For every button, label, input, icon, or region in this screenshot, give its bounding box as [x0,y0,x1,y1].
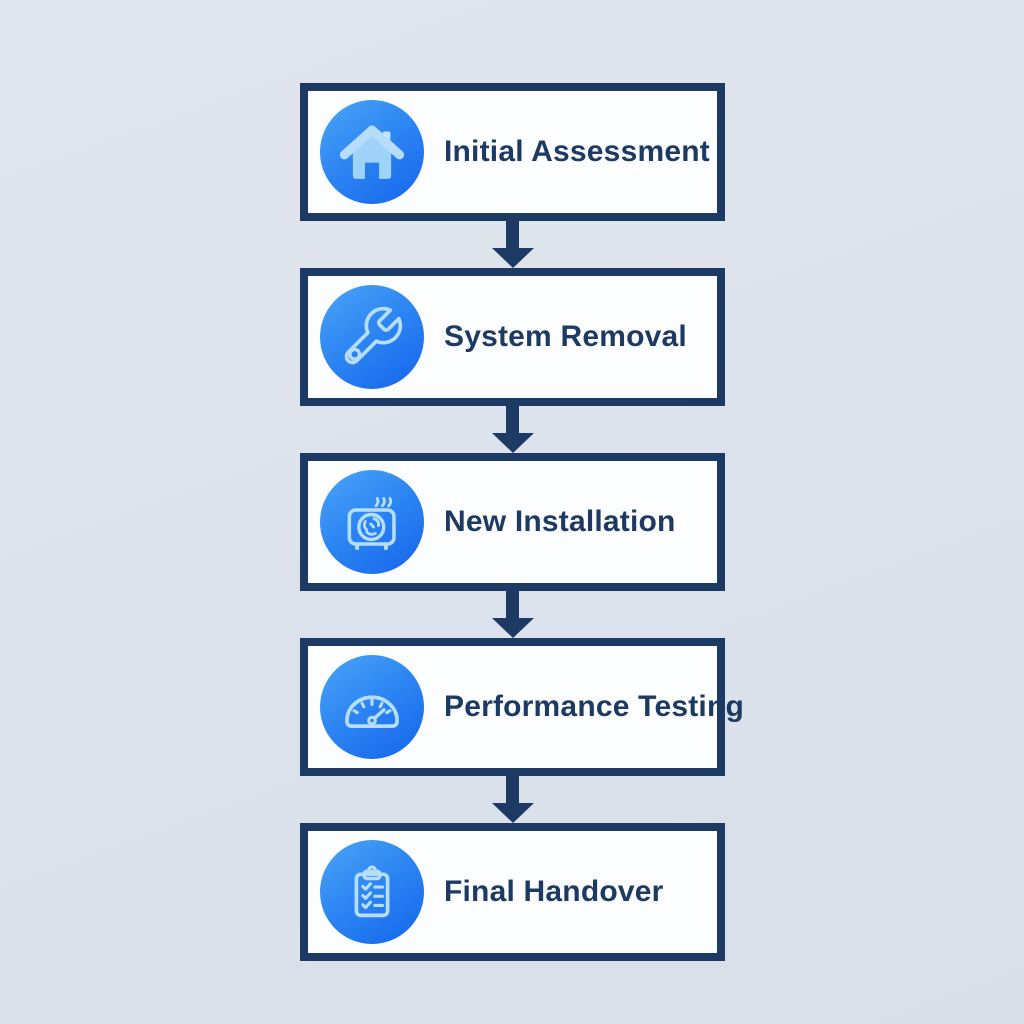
flow-arrow-down [300,406,725,453]
clipboard-checklist-icon [354,865,390,918]
arrow-stem [506,591,519,618]
hvac-unit-icon [347,497,396,551]
step-icon-circle [320,470,424,574]
flow-step-performance-testing: Performance Testing [300,638,744,776]
flow-step-new-installation: New Installation [300,453,725,591]
arrow-head [491,618,534,638]
flowchart: Initial Assessment System Removal [300,83,744,961]
step-label: Initial Assessment [444,135,710,168]
arrow-head [491,248,534,268]
step-icon-circle [320,285,424,389]
arrow-stem [506,406,519,433]
step-label: Final Handover [444,875,664,908]
step-icon-circle [320,100,424,204]
arrow-head [491,433,534,453]
step-label: New Installation [444,505,676,538]
step-label: System Removal [444,320,687,353]
flow-step-system-removal: System Removal [300,268,725,406]
flow-arrow-down [300,591,725,638]
arrow-stem [506,221,519,248]
house-icon [339,125,405,179]
flow-step-final-handover: Final Handover [300,823,725,961]
flow-arrow-down [300,776,725,823]
gauge-icon [345,695,399,728]
flow-arrow-down [300,221,725,268]
wrench-icon [344,306,403,365]
step-icon-circle [320,655,424,759]
arrow-stem [506,776,519,803]
step-label: Performance Testing [444,690,744,723]
flow-step-initial-assessment: Initial Assessment [300,83,725,221]
step-icon-circle [320,840,424,944]
arrow-head [491,803,534,823]
